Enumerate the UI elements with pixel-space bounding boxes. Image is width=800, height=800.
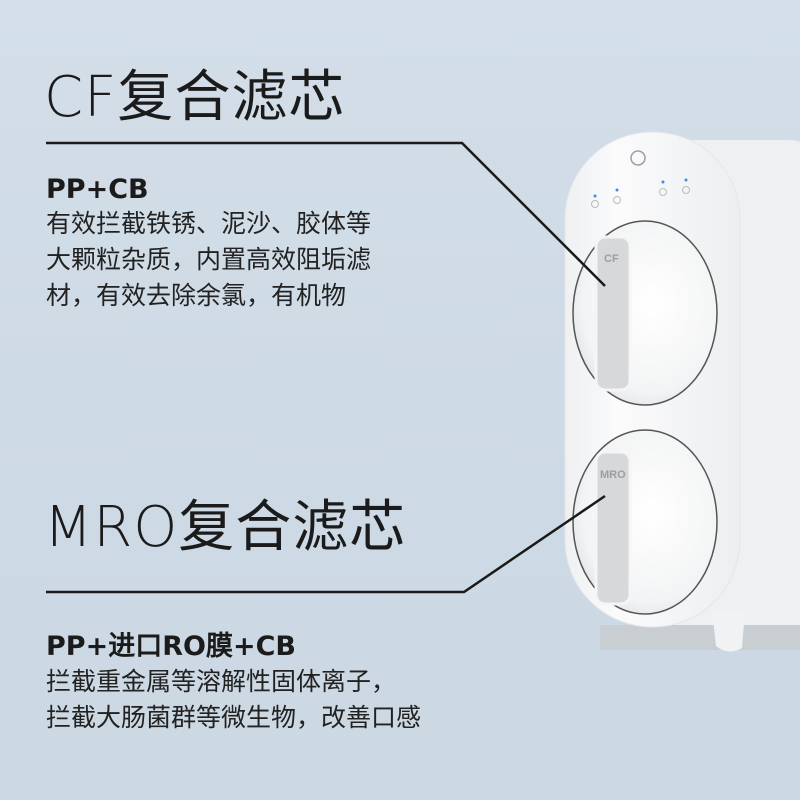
- mro-description: 拦截重金属等溶解性固体离子， 拦截大肠菌群等微生物，改善口感: [46, 664, 421, 736]
- mro-subtitle: PP+进口RO膜+CB: [46, 631, 296, 662]
- cf-cartridge-handle: [594, 235, 632, 392]
- cf-description: 有效拦截铁锈、泥沙、胶体等 大颗粒杂质，内置高效阻垢滤 材，有效去除余氯，有机物: [46, 206, 371, 314]
- mro-handle-label: MRO: [600, 469, 626, 481]
- purifier-foot: [712, 610, 745, 652]
- cf-description-line: 有效拦截铁锈、泥沙、胶体等: [46, 209, 372, 238]
- purifier-base: [600, 625, 800, 650]
- mro-callout-line: [46, 494, 606, 594]
- mro-description-line: 拦截大肠菌群等微生物，改善口感: [46, 703, 422, 732]
- cf-handle-label: CF: [604, 253, 619, 265]
- mro-description-line: 拦截重金属等溶解性固体离子，: [46, 667, 397, 696]
- indicator-lights: [591, 178, 690, 208]
- mro-cartridge-handle: [594, 450, 632, 606]
- cf-subtitle: PP+CB: [46, 174, 149, 205]
- cf-callout-line: [46, 141, 606, 287]
- cf-title: CF复合滤芯: [44, 65, 346, 130]
- mro-title: MRO复合滤芯: [44, 495, 407, 560]
- cf-description-line: 大颗粒杂质，内置高效阻垢滤: [46, 245, 372, 274]
- power-icon: [630, 150, 646, 166]
- cf-description-line: 材，有效去除余氯，有机物: [46, 281, 347, 310]
